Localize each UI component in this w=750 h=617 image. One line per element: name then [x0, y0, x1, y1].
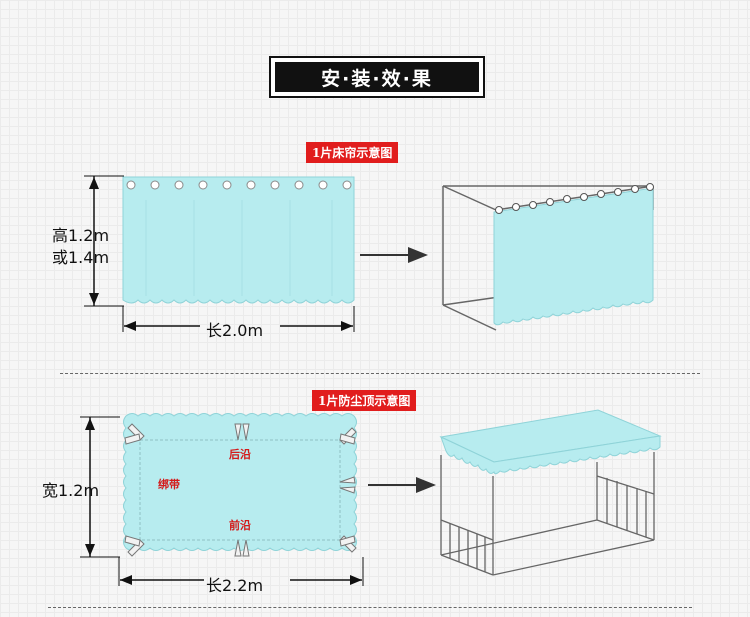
curtain-height-label: 高1.2m	[52, 226, 110, 245]
canopy-installed-frame	[440, 452, 655, 576]
canopy-strap-label: 绑带	[158, 478, 180, 491]
canopy-back-edge-label: 后沿	[229, 448, 251, 461]
curtain-installed-rings	[495, 183, 654, 214]
curtain-grommets	[126, 180, 352, 190]
canopy-width-dimension	[80, 416, 120, 558]
section-divider-2	[48, 607, 692, 608]
canopy-width-label: 宽1.2m	[42, 481, 100, 500]
curtain-panel	[122, 176, 355, 304]
canopy-arrow-icon	[368, 477, 436, 493]
canopy-front-edge-label: 前沿	[229, 519, 251, 532]
curtain-length-dimension	[122, 306, 355, 332]
curtain-installed-panel	[493, 187, 654, 326]
curtain-height-dimension	[84, 175, 124, 307]
section-title-box: 安·装·效·果	[269, 56, 485, 98]
canopy-installed-valance	[440, 435, 661, 475]
section-divider-1	[60, 373, 700, 374]
curtain-length-label: 长2.0m	[206, 321, 264, 340]
curtain-diagram-label: 1片床帘示意图	[306, 142, 399, 163]
curtain-height-alt-label: 或1.4m	[52, 248, 110, 267]
canopy-diagram-label: 1片防尘顶示意图	[312, 390, 417, 411]
curtain-arrow-icon	[360, 247, 428, 263]
section-title: 安·装·效·果	[275, 62, 479, 92]
curtain-installed-frame	[442, 185, 654, 331]
canopy-length-dimension	[118, 557, 364, 586]
canopy-length-label: 长2.2m	[206, 576, 264, 595]
canopy-straps	[124, 423, 357, 557]
canopy-inner-border	[139, 439, 341, 541]
